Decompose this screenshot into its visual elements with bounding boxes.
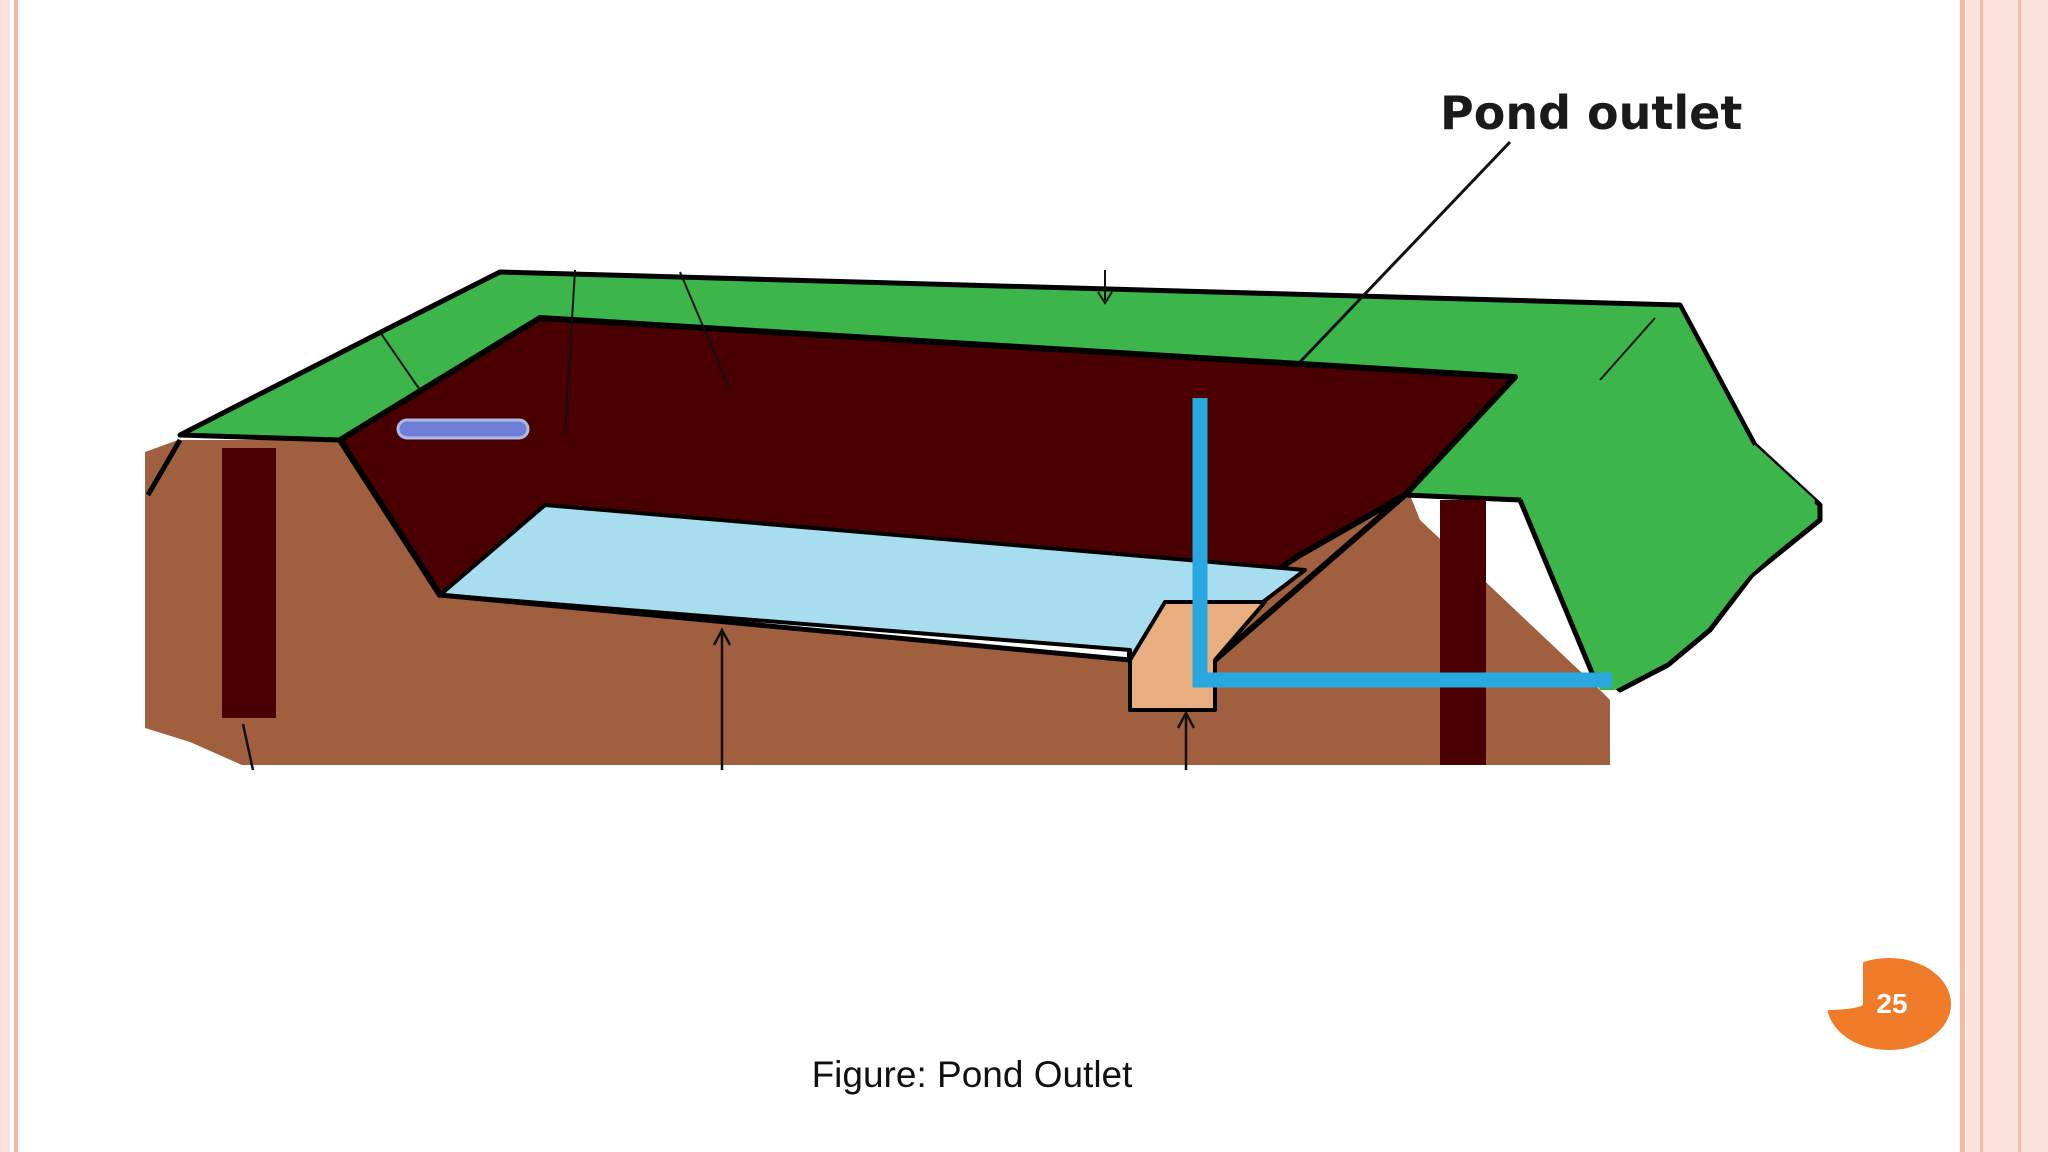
slide-border-right-line xyxy=(1960,0,1965,1152)
annotation-line xyxy=(679,271,731,391)
page-badge-notch xyxy=(1827,958,1863,1010)
slide-border-left-line xyxy=(14,0,18,1152)
right-slope-edge xyxy=(1213,492,1407,663)
callout-leader-line xyxy=(1298,140,1512,364)
right-embankment-outer-edge xyxy=(1517,499,1598,681)
left-trench xyxy=(222,448,276,718)
annotation-line xyxy=(379,331,421,391)
embankment-top-right-edge xyxy=(1678,304,1757,446)
annotation-arrow xyxy=(1097,291,1113,305)
left-embankment-outer-edge xyxy=(145,438,183,497)
left-slope-edge xyxy=(337,438,443,597)
annotation-line xyxy=(564,269,576,436)
annotation-line xyxy=(1599,317,1656,381)
embankment-right-slope xyxy=(1520,305,1815,690)
slide-border-right-band xyxy=(1966,0,2048,1152)
inlet-pipe xyxy=(396,418,530,440)
outlet-pipe xyxy=(1192,398,1612,688)
annotation-arrow xyxy=(1176,710,1196,729)
annotation-line xyxy=(241,723,255,771)
slide-border-right-band-line xyxy=(1980,0,1983,1152)
annotation-arrow xyxy=(712,627,732,646)
slide-border-right-band-line-2 xyxy=(2018,0,2021,1152)
pond-bottom-edge xyxy=(439,592,1131,663)
right-trench xyxy=(1440,500,1486,765)
pond-outlet-callout: Pond outlet xyxy=(1440,86,1743,140)
slide-border-left xyxy=(0,0,10,1152)
figure-caption: Figure: Pond Outlet xyxy=(811,1054,1133,1095)
page-number: 25 xyxy=(1876,988,1908,1019)
pond-bottom-slope xyxy=(440,595,1130,710)
